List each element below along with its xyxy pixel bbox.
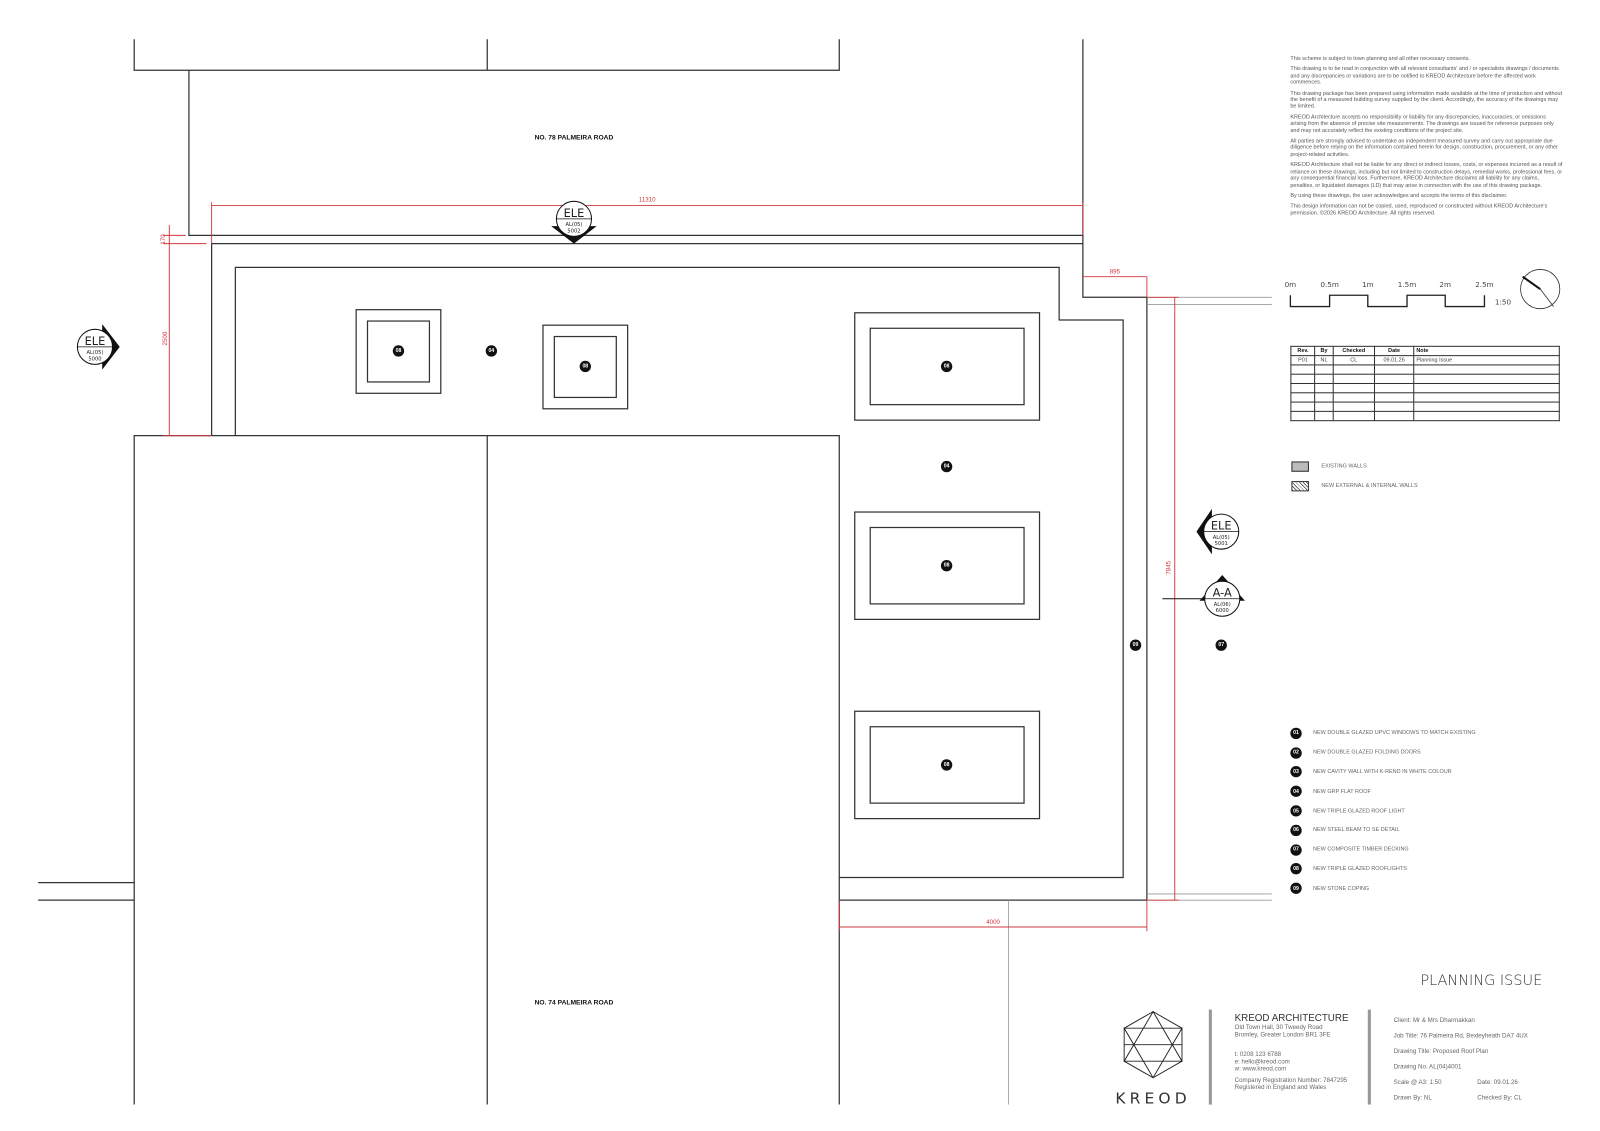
table-row [1290,401,1560,412]
tag-04: 04 [940,460,953,473]
svg-text:2m: 2m [1439,280,1451,289]
disclaimer-paragraph: This drawing package has been prepared u… [1290,90,1563,110]
dim-step: 895 [1110,269,1121,276]
svg-text:04: 04 [488,348,494,354]
disclaimer-paragraph: By using these drawings, the user acknow… [1290,192,1508,200]
extension-outline [211,243,1272,1105]
table-row [1290,364,1560,375]
tag-08: 08 [940,560,953,572]
tag-08: 08 [579,360,591,373]
note-tags: 08 08 08 08 08 04 04 09 07 [392,345,1227,771]
disclaimer-paragraph: KREOD Architecture shall not be liable f… [1290,162,1563,189]
elevation-marker-5002[interactable]: ELE AL(05) 5002 [551,200,597,244]
tag-08: 08 [392,345,405,357]
divider [1367,1009,1371,1105]
table-row [1290,373,1560,385]
dimensions: 11310 2500 170 895 7845 4000 [160,196,1179,932]
svg-text:0m: 0m [1285,280,1297,289]
scale-bar: 0m 0.5m 1m 1.5m 2m 2.5m 1:50 [1285,280,1512,308]
svg-text:1m: 1m [1362,280,1374,289]
disclaimer-paragraph: All parties are strongly advised to unde… [1290,138,1558,158]
dim-right: 7845 [1166,560,1173,574]
dim-left: 2500 [162,331,169,345]
svg-text:KREOD: KREOD [1115,1090,1190,1108]
svg-text:07: 07 [1218,642,1224,648]
kreod-logo: KREOD [1115,1010,1190,1108]
dim-left-small: 170 [160,234,167,245]
table-row [1290,392,1560,403]
tag-08: 08 [940,360,953,373]
status-title: PLANNING ISSUE [1420,972,1543,989]
svg-text:5002: 5002 [567,228,580,234]
dim-top: 11310 [639,196,656,203]
north-arrow-icon [1520,269,1561,310]
company-details: KREOD ARCHITECTURE Old Town Hall, 30 Twe… [1234,1012,1349,1092]
svg-text:09: 09 [1133,642,1139,648]
disclaimer: This scheme is subject to town planning … [1290,56,1563,221]
svg-text:ELE: ELE [1211,519,1232,533]
disclaimer-paragraph: This drawing is to be read in conjunctio… [1290,66,1559,86]
table-row [1290,382,1560,394]
svg-text:2.5m: 2.5m [1475,280,1494,289]
svg-text:08: 08 [944,762,950,768]
svg-text:08: 08 [944,363,950,369]
road-label-bottom: NO. 74 PALMEIRA ROAD [535,999,614,1006]
svg-text:AL(05): AL(05) [565,222,582,228]
svg-text:AL(05): AL(05) [1213,535,1230,541]
table-row [1290,410,1560,422]
swatch-hatched [1291,481,1309,492]
road-label-top: NO. 78 PALMEIRA ROAD [535,134,614,141]
svg-text:08: 08 [396,348,402,354]
elevation-marker-5000[interactable]: ELE AL(05) 5000 [76,324,120,370]
tag-07: 07 [1215,639,1227,651]
svg-text:ELE: ELE [85,334,106,348]
svg-text:ELE: ELE [564,206,585,220]
elevation-marker-5001[interactable]: ELE AL(05) 5001 [1196,508,1240,555]
project-details: Client: Mr & Mrs Dharmakkan Job Title: 7… [1393,1017,1528,1102]
svg-text:08: 08 [944,563,950,569]
neighbour-building-74: NO. 74 PALMEIRA ROAD [38,435,840,1105]
svg-text:A-A: A-A [1213,586,1232,600]
disclaimer-paragraph: KREOD Architecture accepts no responsibi… [1290,114,1554,134]
svg-text:0.5m: 0.5m [1320,280,1339,289]
neighbour-building-78: NO. 78 PALMEIRA ROAD [133,39,1084,244]
disclaimer-paragraph: This design information can not be copie… [1290,203,1548,217]
tag-09: 09 [1129,639,1142,651]
svg-text:6000: 6000 [1216,608,1229,614]
svg-text:04: 04 [944,464,950,470]
rooflights [355,309,1041,820]
svg-text:5000: 5000 [88,356,101,362]
dim-bottom: 4000 [986,919,1000,926]
svg-text:AL(05): AL(05) [86,350,103,356]
tag-08: 08 [940,759,953,771]
scale-ratio: 1:50 [1495,298,1512,307]
disclaimer-paragraph: This scheme is subject to town planning … [1290,55,1471,62]
svg-text:1.5m: 1.5m [1398,280,1417,289]
svg-text:5001: 5001 [1215,541,1228,547]
legend-new-walls: NEW EXTERNAL & INTERNAL WALLS [1291,481,1418,492]
tag-04: 04 [485,345,498,357]
swatch-existing [1291,461,1309,472]
svg-text:08: 08 [582,363,588,369]
section-marker-a-a[interactable]: A-A AL(06) 6000 [1162,574,1245,617]
divider [1208,1009,1212,1105]
legend-existing-walls: EXISTING WALLS [1291,461,1367,472]
svg-text:AL(06): AL(06) [1214,602,1231,608]
